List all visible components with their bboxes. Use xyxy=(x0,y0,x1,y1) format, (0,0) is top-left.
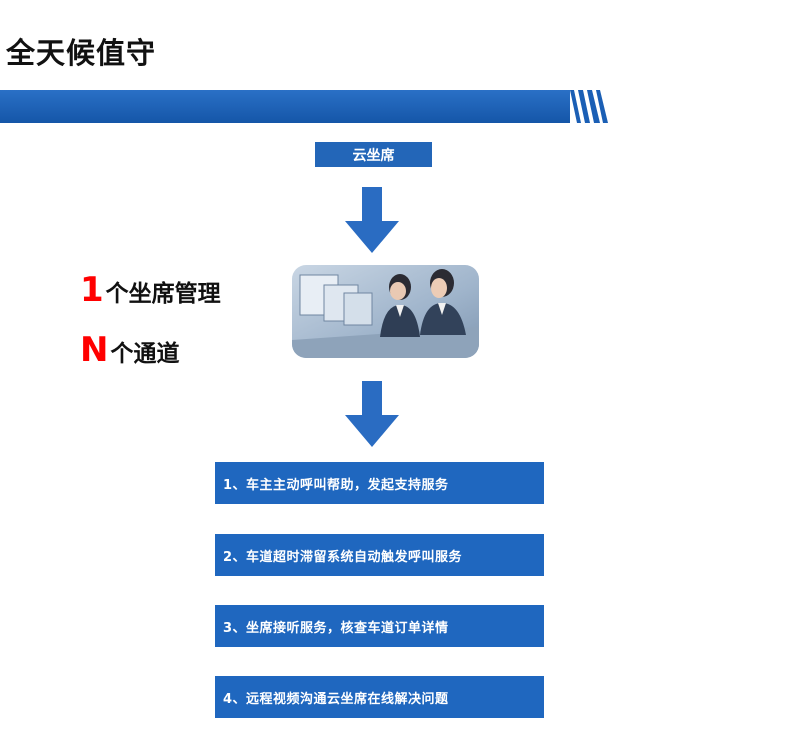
ratio-text: 个坐席管理 xyxy=(105,281,221,307)
down-arrow-icon xyxy=(345,187,399,253)
ratio-number: N xyxy=(80,330,109,370)
n-channel-line: N 个通道 xyxy=(80,332,179,368)
service-step-1: 1、车主主动呼叫帮助，发起支持服务 xyxy=(215,462,544,504)
service-step-4: 4、远程视频沟通云坐席在线解决问题 xyxy=(215,676,544,718)
title-banner xyxy=(0,90,608,123)
one-seat-line: 1 个坐席管理 xyxy=(80,272,221,308)
down-arrow-icon xyxy=(345,381,399,447)
call-center-photo xyxy=(292,265,479,358)
cloud-seat-box: 云坐席 xyxy=(315,142,432,167)
service-step-3: 3、坐席接听服务，核查车道订单详情 xyxy=(215,605,544,647)
page-title: 全天候值守 xyxy=(6,36,157,70)
ratio-text: 个通道 xyxy=(110,341,180,367)
service-step-2: 2、车道超时滞留系统自动触发呼叫服务 xyxy=(215,534,544,576)
ratio-number: 1 xyxy=(80,270,104,310)
